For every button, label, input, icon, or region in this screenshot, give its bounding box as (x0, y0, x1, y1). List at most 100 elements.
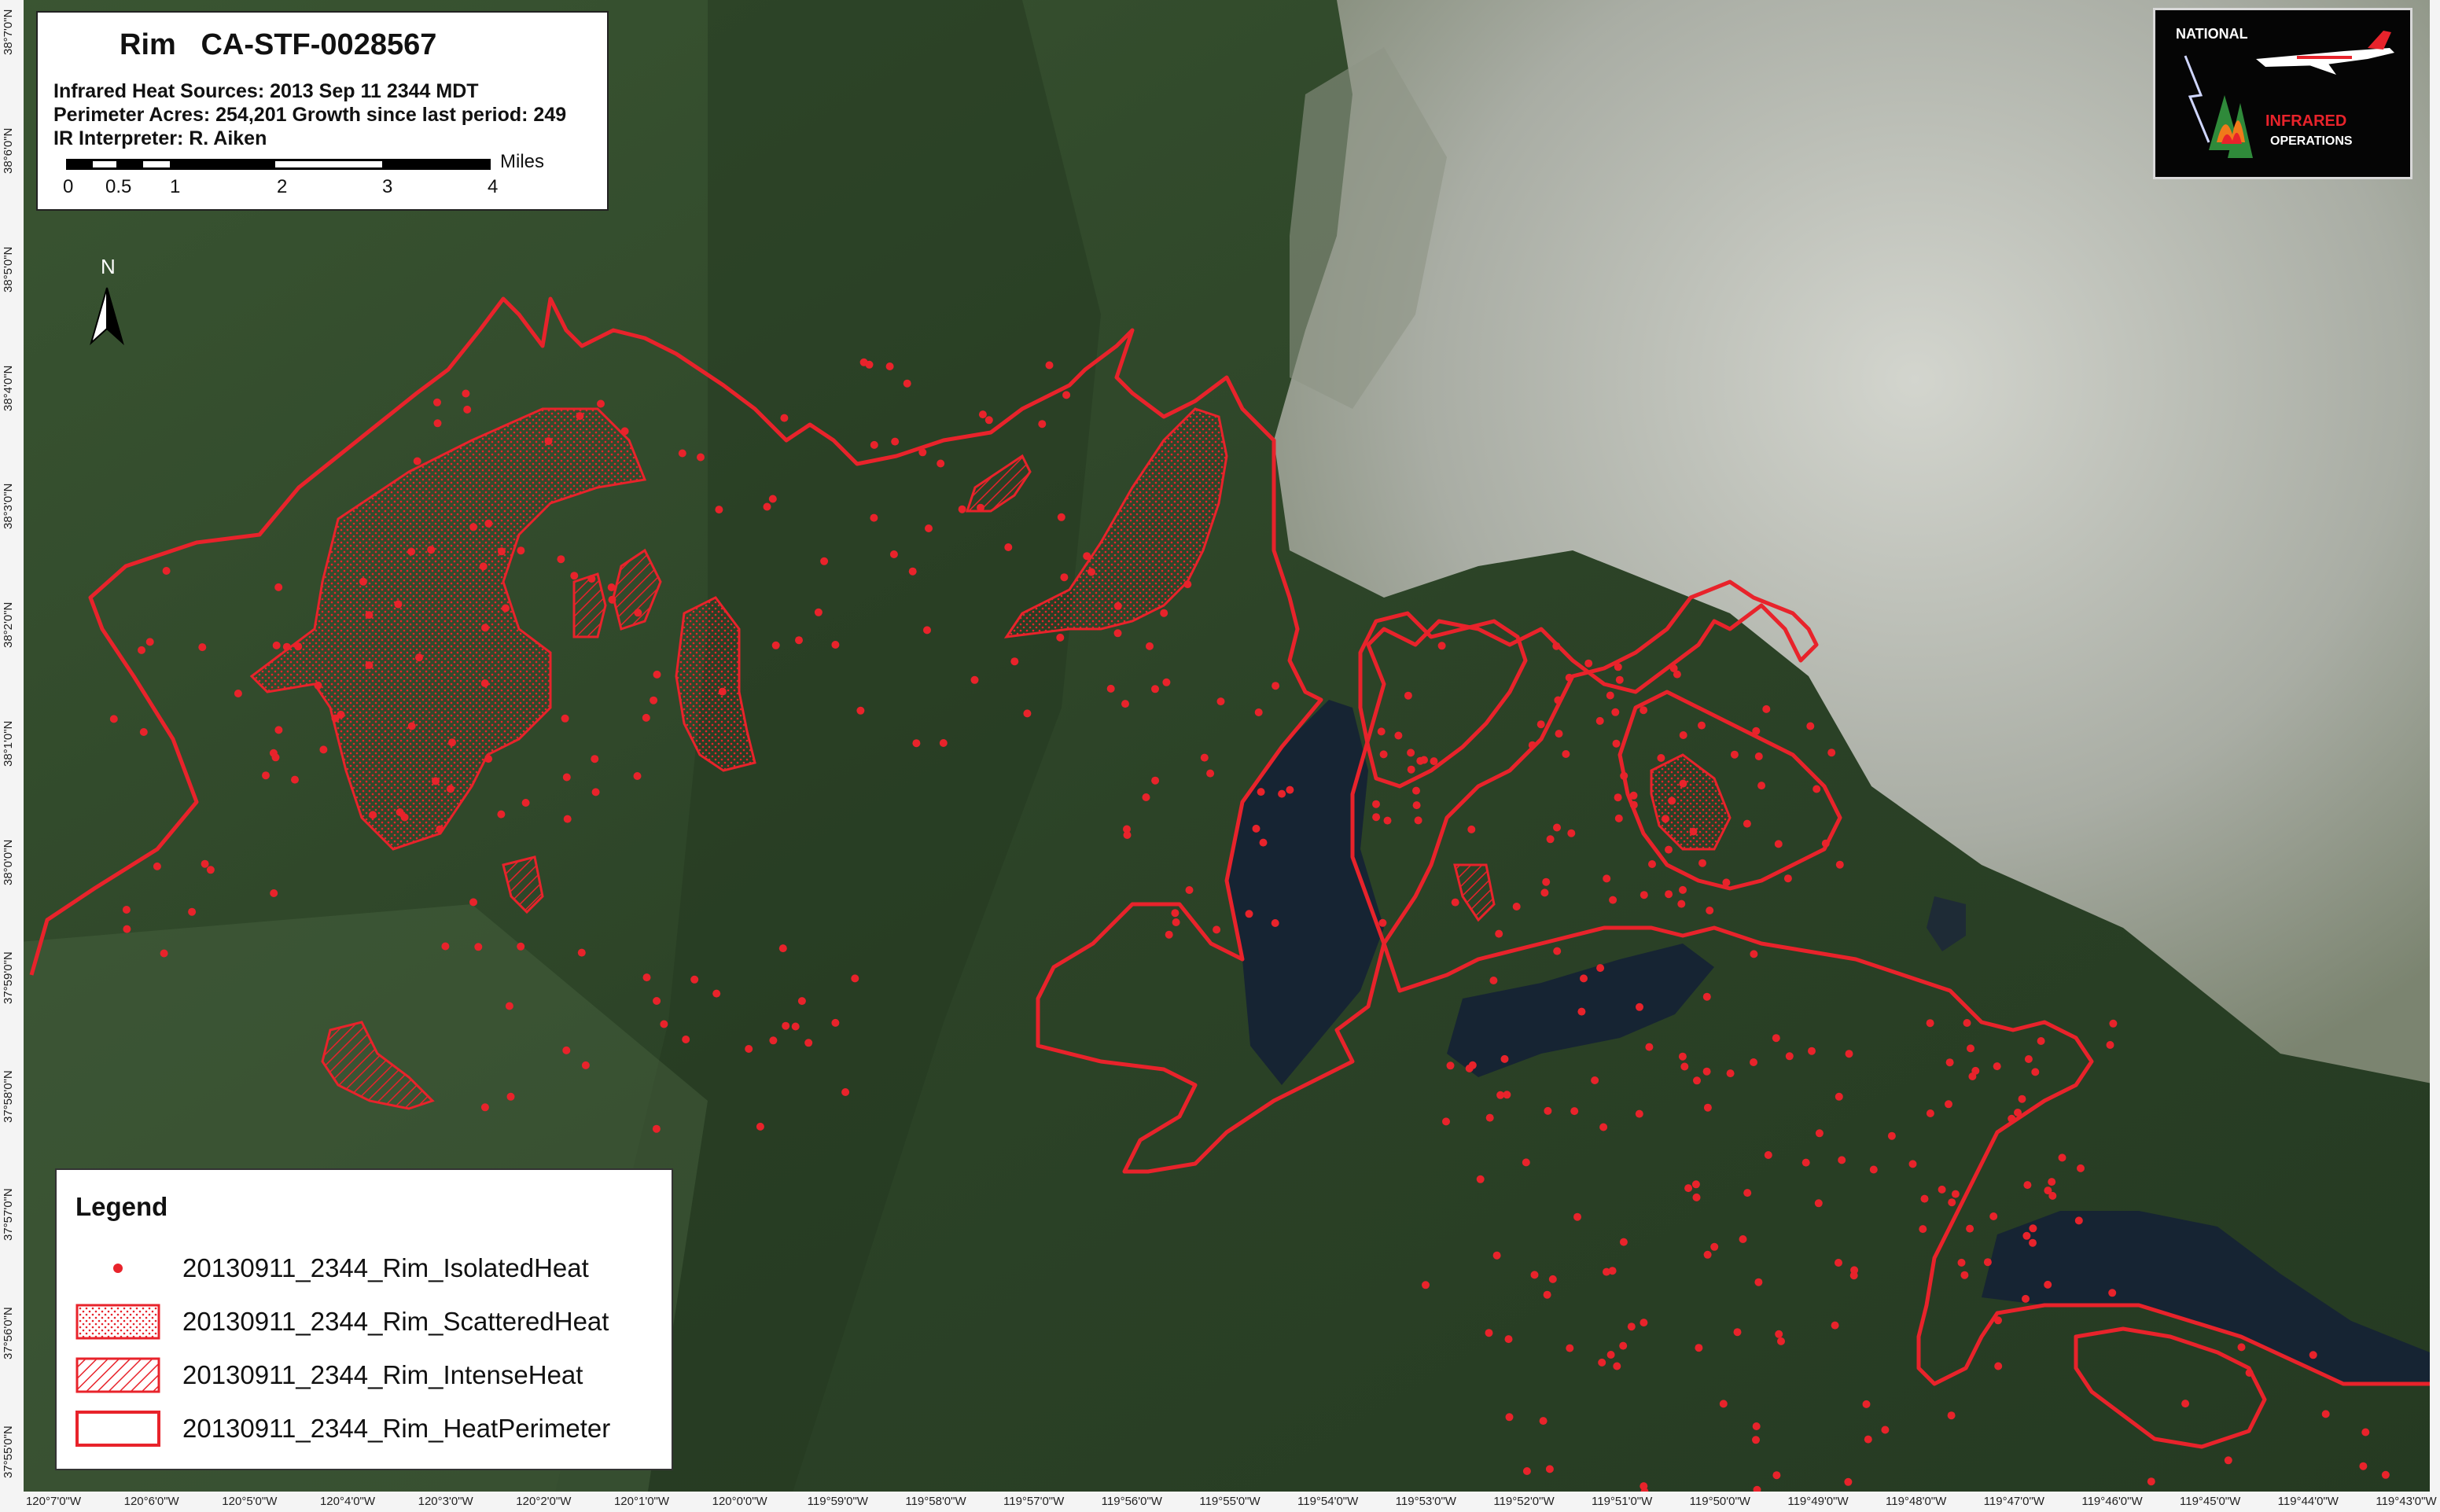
isolated-heat-point (1553, 823, 1561, 832)
isolated-heat-point (427, 546, 436, 554)
isolated-heat-point (1548, 1275, 1557, 1283)
isolated-heat-point (642, 713, 650, 722)
isolated-heat-point (561, 714, 569, 723)
longitude-tick-label: 120°0'0"W (712, 1495, 767, 1508)
isolated-heat-point (1648, 860, 1656, 868)
isolated-heat-point (1383, 816, 1392, 825)
isolated-heat-point (314, 681, 322, 690)
isolated-heat-point (1566, 1344, 1574, 1352)
isolated-heat-point (1684, 1184, 1693, 1193)
isolated-heat-point (462, 389, 470, 398)
isolated-heat-point (768, 495, 777, 503)
intense-heat-area-1 (321, 1021, 435, 1110)
isolated-heat-point (1989, 1212, 1998, 1220)
isolated-heat-point (939, 739, 948, 747)
isolated-heat-point (2044, 1280, 2052, 1289)
heat-perimeter-layer (29, 296, 2430, 1449)
isolated-heat-point (2181, 1400, 2190, 1408)
legend-label-isolated-heat: 20130911_2344_Rim_IsolatedHeat (182, 1253, 589, 1282)
isolated-heat-point (870, 440, 878, 449)
isolated-heat-point (756, 1122, 764, 1131)
isolated-heat-point (1726, 1069, 1735, 1078)
isolated-heat-point (1151, 776, 1160, 785)
isolated-heat-point (1504, 1335, 1513, 1344)
intense-heat-area-2 (965, 454, 1032, 513)
isolated-heat-point (1703, 1250, 1712, 1259)
isolated-heat-point (1603, 874, 1611, 883)
isolated-heat-point (1938, 1185, 1946, 1194)
isolated-heat-point (660, 1020, 668, 1028)
isolated-heat-point (1750, 950, 1758, 958)
isolated-heat-point (2024, 1055, 2033, 1063)
isolated-heat-point (1599, 1123, 1608, 1131)
isolated-heat-point (1476, 1175, 1485, 1183)
isolated-heat-point (1038, 420, 1047, 429)
isolated-heat-point (978, 410, 987, 419)
isolated-heat-point (1627, 1323, 1636, 1331)
isolated-heat-point (958, 505, 966, 513)
isolated-heat-point (1662, 815, 1669, 823)
scale-label-4: 4 (488, 176, 499, 197)
isolated-heat-point (331, 714, 340, 723)
isolated-heat-point (2029, 1224, 2037, 1233)
reservoir-southeast (1982, 1211, 2430, 1384)
isolated-heat-point (1468, 1061, 1477, 1069)
isolated-heat-point (1673, 670, 1681, 679)
longitude-tick-label: 119°55'0"W (1199, 1495, 1260, 1508)
isolated-heat-point (153, 862, 161, 870)
isolated-heat-point (814, 608, 823, 616)
isolated-heat-point (2237, 1343, 2246, 1352)
isolated-heat-point (1442, 1117, 1450, 1126)
isolated-heat-point (1619, 1341, 1628, 1350)
isolated-heat-point (1088, 568, 1095, 576)
isolated-heat-point (188, 907, 197, 916)
isolated-heat-point (1983, 1258, 1992, 1267)
longitude-tick-label: 119°57'0"W (1003, 1495, 1065, 1508)
isolated-heat-point (1577, 1007, 1586, 1016)
isolated-heat-point (1603, 1267, 1610, 1276)
perimeter-east-south (2074, 1326, 2267, 1449)
stipple-box-icon (75, 1304, 160, 1340)
isolated-heat-point (1183, 580, 1192, 589)
longitude-tick-label: 119°56'0"W (1101, 1495, 1162, 1508)
isolated-heat-point (1926, 1019, 1934, 1028)
isolated-heat-point (1862, 1400, 1871, 1408)
isolated-heat-point (1754, 752, 1763, 760)
isolated-heat-point (715, 506, 723, 514)
heat-sources-line: Infrared Heat Sources: 2013 Sep 11 2344 … (53, 80, 479, 102)
isolated-heat-point (1677, 899, 1686, 908)
longitude-tick-label: 119°53'0"W (1395, 1495, 1456, 1508)
isolated-heat-point (2058, 1153, 2066, 1162)
isolated-heat-point (570, 572, 579, 580)
granite-highlands (1274, 0, 2440, 1085)
isolated-heat-point (1948, 1198, 1956, 1207)
isolated-heat-point (1754, 1278, 1763, 1286)
granite-patch (1290, 47, 1447, 409)
isolated-heat-point (690, 975, 699, 984)
isolated-heat-point (1615, 675, 1624, 684)
scale-label-1: 1 (170, 176, 181, 197)
isolated-heat-point (1609, 896, 1617, 904)
isolated-heat-point (1056, 633, 1065, 642)
isolated-heat-point (1540, 888, 1549, 897)
isolated-heat-point (903, 379, 911, 388)
isolated-heat-point (1537, 720, 1545, 729)
longitude-tick-label: 119°49'0"W (1787, 1495, 1849, 1508)
isolated-heat-point (2037, 1037, 2045, 1045)
isolated-heat-point (1206, 769, 1215, 778)
north-arrow: N (82, 250, 131, 348)
interpreter-line: IR Interpreter: R. Aiken (53, 127, 267, 149)
longitude-tick-label: 119°44'0"W (2277, 1495, 2339, 1508)
logo-national: NATIONAL (2176, 26, 2248, 42)
isolated-heat-point (272, 641, 281, 649)
isolated-heat-layer (109, 358, 2390, 1496)
isolated-heat-point (2381, 1470, 2390, 1479)
isolated-heat-point (718, 687, 727, 696)
isolated-heat-point (1503, 1091, 1511, 1099)
isolated-heat-point (591, 755, 599, 763)
isolated-heat-point (1377, 727, 1386, 736)
isolated-heat-point (484, 755, 493, 763)
scattered-heat-area-3 (1003, 407, 1228, 638)
isolated-heat-point (1614, 793, 1622, 802)
isolated-heat-point (1743, 819, 1751, 828)
